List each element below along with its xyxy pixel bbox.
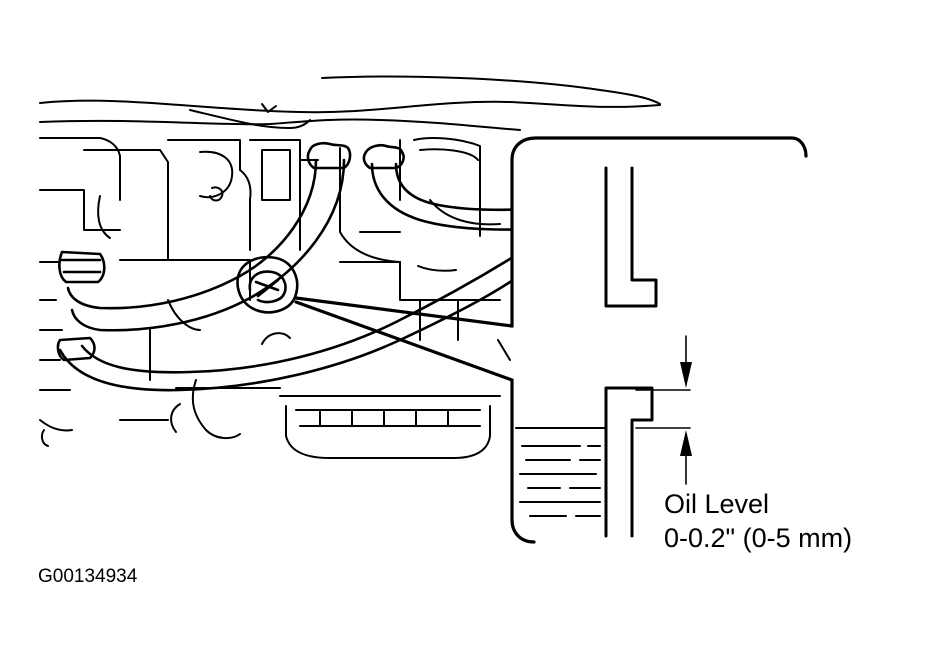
oil-level-label: Oil Level [664,489,770,519]
oil-filler-plug [236,255,299,314]
oil-level-spec: 0-0.2" (0-5 mm) [664,523,853,553]
figure-id: G00134934 [38,566,138,587]
dimension-arrowheads [680,362,692,456]
oil-level-detail-panel [510,136,808,544]
filler-neck-lower [604,386,654,538]
detail-panel-frame [510,136,808,328]
oil-fill-hatching [515,427,605,517]
arrowhead-down [680,362,692,388]
arrowhead-up [680,430,692,456]
detail-panel-frame-lower [510,378,536,544]
coolant-hoses [56,141,542,392]
filler-neck-upper [604,166,658,308]
detail-leader-lines [294,296,514,382]
